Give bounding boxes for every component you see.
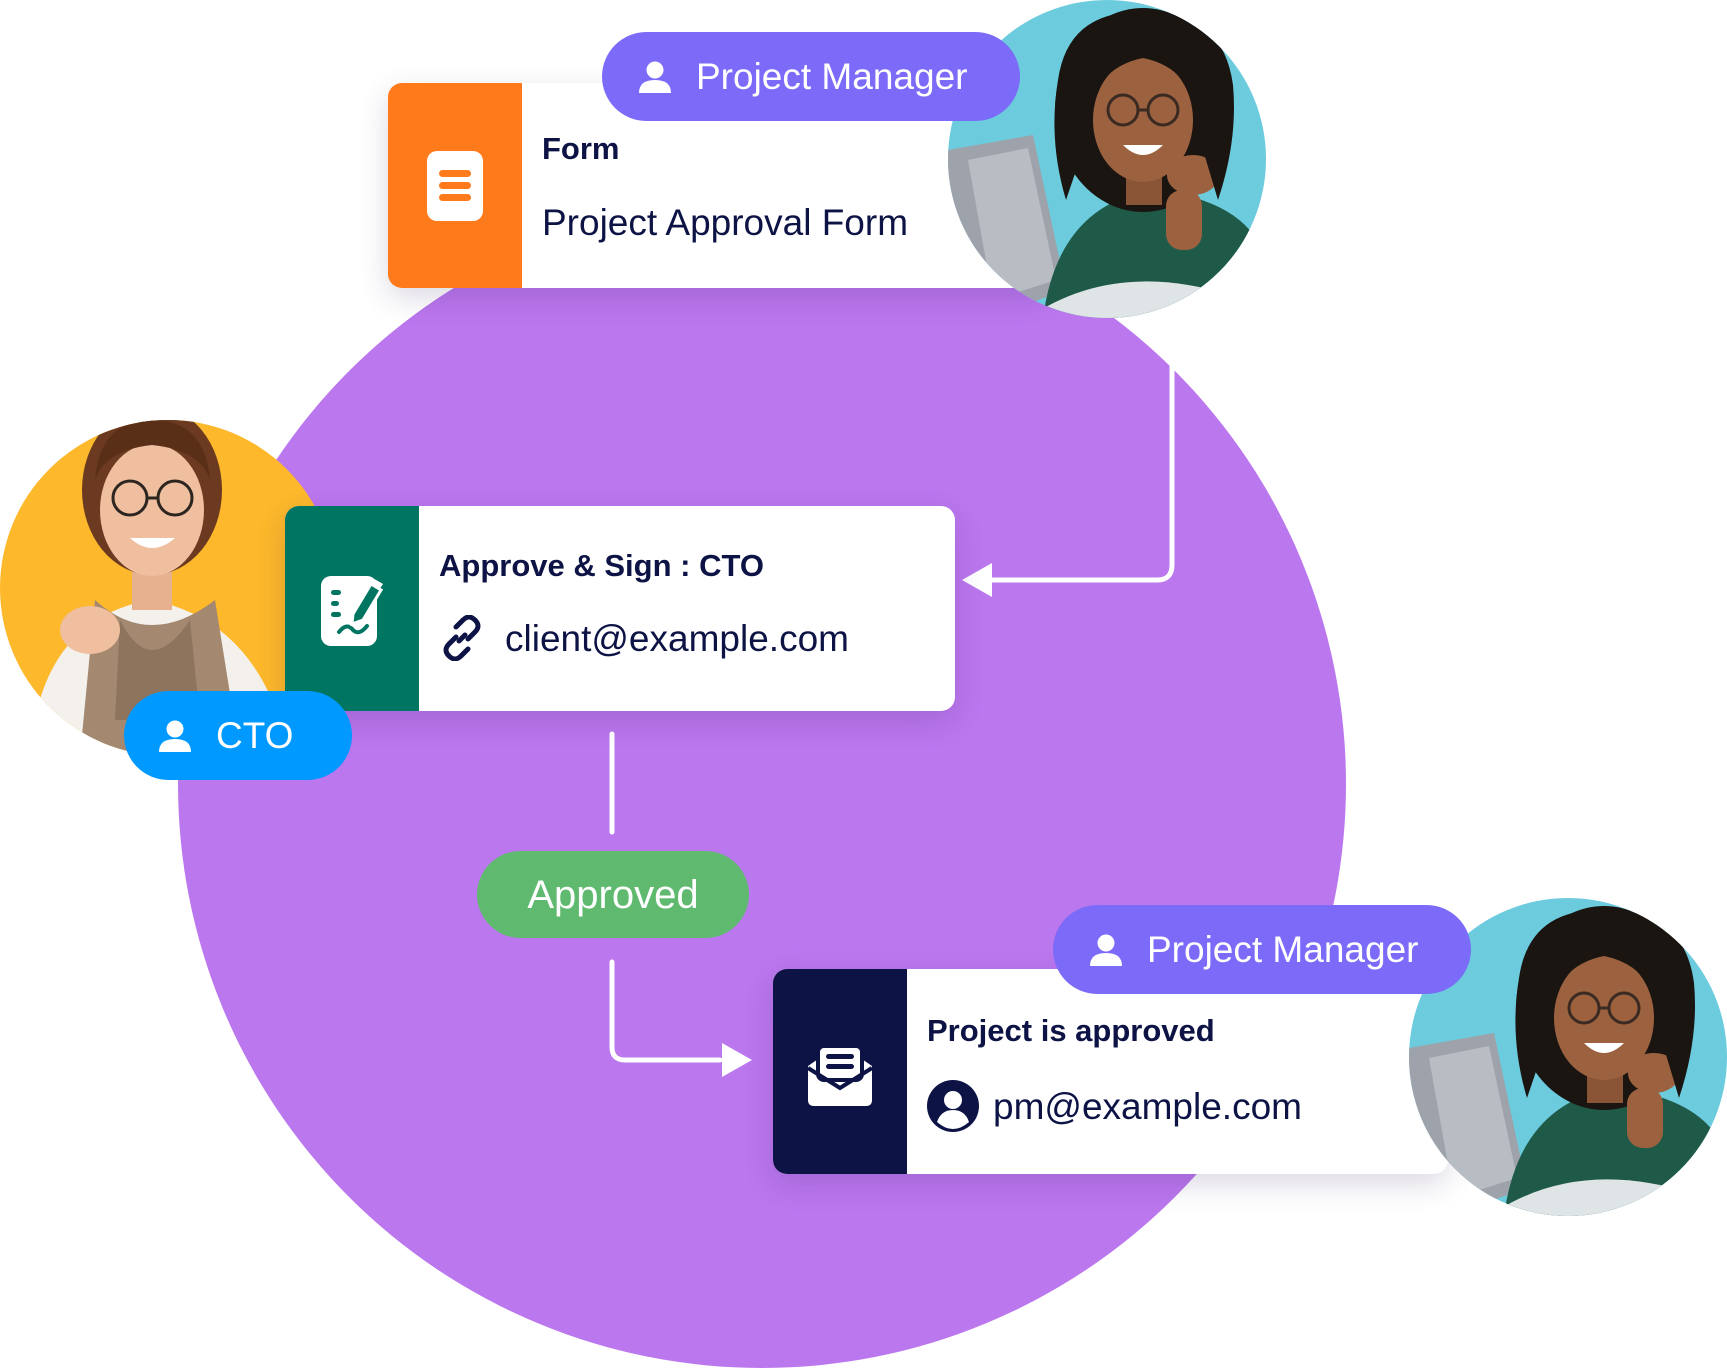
sign-step-recipient-row: client@example.com — [439, 615, 849, 661]
assignee-role-label: Project Manager — [696, 56, 968, 97]
background-circle — [178, 200, 1346, 1368]
sign-step-title: Approve & Sign : CTO — [439, 548, 764, 583]
link-icon — [443, 615, 481, 661]
user-icon — [1090, 934, 1122, 966]
form-step-title: Form — [542, 131, 620, 166]
signature-document-icon — [321, 575, 384, 646]
approved-label: Approved — [527, 872, 699, 917]
email-step-body: Project is approved pm@example.com — [907, 969, 1302, 1174]
envelope-icon — [806, 1043, 874, 1106]
avatar-project-manager-top — [948, 0, 1266, 318]
email-step-icon-panel — [773, 969, 907, 1174]
approved-decision-pill[interactable]: Approved — [477, 851, 749, 938]
sign-step-card[interactable]: Approve & Sign : CTO client@example.com — [285, 506, 955, 711]
email-step-card[interactable]: Project is approved pm@example.com — [773, 969, 1448, 1174]
sign-step-icon-panel — [285, 506, 419, 711]
assignee-role-label: CTO — [216, 715, 294, 756]
user-icon — [639, 61, 671, 93]
assignee-role-label: Project Manager — [1147, 929, 1419, 970]
form-document-icon — [427, 150, 483, 221]
form-step-body: Form Project Approval Form — [522, 83, 908, 288]
sign-step-recipient: client@example.com — [505, 617, 849, 659]
email-step-recipient: pm@example.com — [993, 1085, 1302, 1127]
avatar-photo-project-manager — [948, 0, 1266, 318]
assignee-pill-project-manager-top[interactable]: Project Manager — [602, 32, 1020, 121]
assignee-pill-cto[interactable]: CTO — [124, 691, 352, 780]
sign-step-body: Approve & Sign : CTO client@example.com — [419, 506, 849, 711]
user-circle-icon — [927, 1080, 979, 1132]
form-step-icon-panel — [388, 83, 522, 288]
email-step-title: Project is approved — [927, 1013, 1215, 1048]
form-step-subtitle: Project Approval Form — [542, 202, 909, 243]
assignee-pill-project-manager-bottom[interactable]: Project Manager — [1053, 905, 1471, 994]
user-icon — [159, 720, 191, 752]
email-step-recipient-row: pm@example.com — [927, 1080, 1302, 1132]
